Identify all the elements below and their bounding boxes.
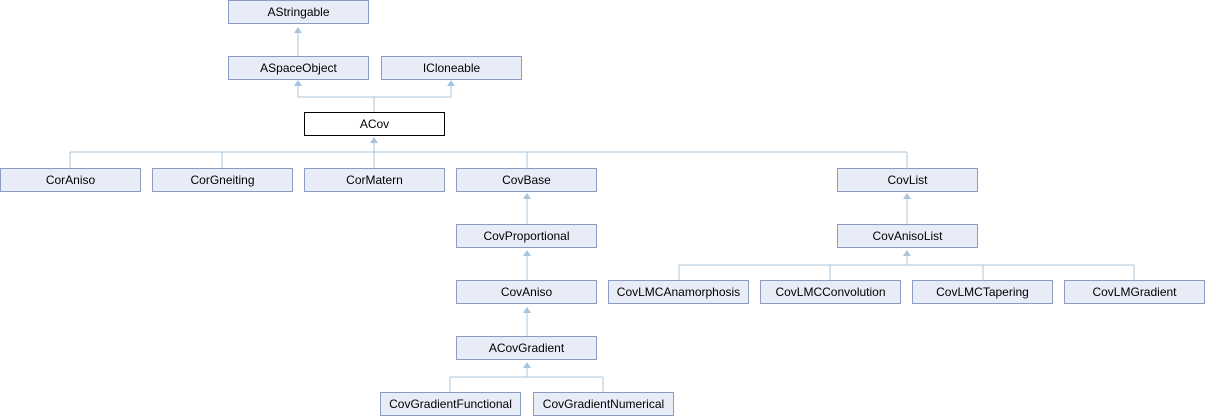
class-node-covgradientnumerical[interactable]: CovGradientNumerical <box>533 392 674 416</box>
class-node-covlmcanamorphosis[interactable]: CovLMCAnamorphosis <box>608 280 749 304</box>
edge-arrow-covbase <box>523 193 531 199</box>
edge-arrow-covlist <box>903 193 911 199</box>
class-node-icloneable[interactable]: ICloneable <box>381 56 522 80</box>
class-node-covgradientfunctional[interactable]: CovGradientFunctional <box>380 392 521 416</box>
class-node-astringable[interactable]: AStringable <box>228 0 369 24</box>
edge-arrow-acov <box>370 137 378 143</box>
class-node-covaniso[interactable]: CovAniso <box>456 280 597 304</box>
edge-arrow-astringable <box>294 27 302 33</box>
edge-arrow-acovgradient <box>523 362 531 368</box>
class-node-aspaceobject[interactable]: ASpaceObject <box>228 56 369 80</box>
class-node-covproportional[interactable]: CovProportional <box>456 224 597 248</box>
class-node-acov-current: ACov <box>304 112 445 136</box>
class-node-coraniso[interactable]: CorAniso <box>0 168 141 192</box>
edge-arrow-aspaceobject <box>294 80 302 86</box>
class-node-corgneiting[interactable]: CorGneiting <box>152 168 293 192</box>
edge-arrow-covproportional <box>523 250 531 256</box>
class-node-covbase[interactable]: CovBase <box>456 168 597 192</box>
edge-arrow-icloneable <box>447 80 455 86</box>
edge-arrow-covanisolist <box>903 250 911 256</box>
class-node-covanisolist[interactable]: CovAnisoList <box>837 224 978 248</box>
class-node-covlmgradient[interactable]: CovLMGradient <box>1064 280 1205 304</box>
class-node-acovgradient[interactable]: ACovGradient <box>456 336 597 360</box>
class-node-cormatern[interactable]: CorMatern <box>304 168 445 192</box>
class-node-covlist[interactable]: CovList <box>837 168 978 192</box>
class-node-covlmctapering[interactable]: CovLMCTapering <box>912 280 1053 304</box>
edge-arrow-covaniso <box>523 307 531 313</box>
class-node-covlmcconvolution[interactable]: CovLMCConvolution <box>760 280 901 304</box>
